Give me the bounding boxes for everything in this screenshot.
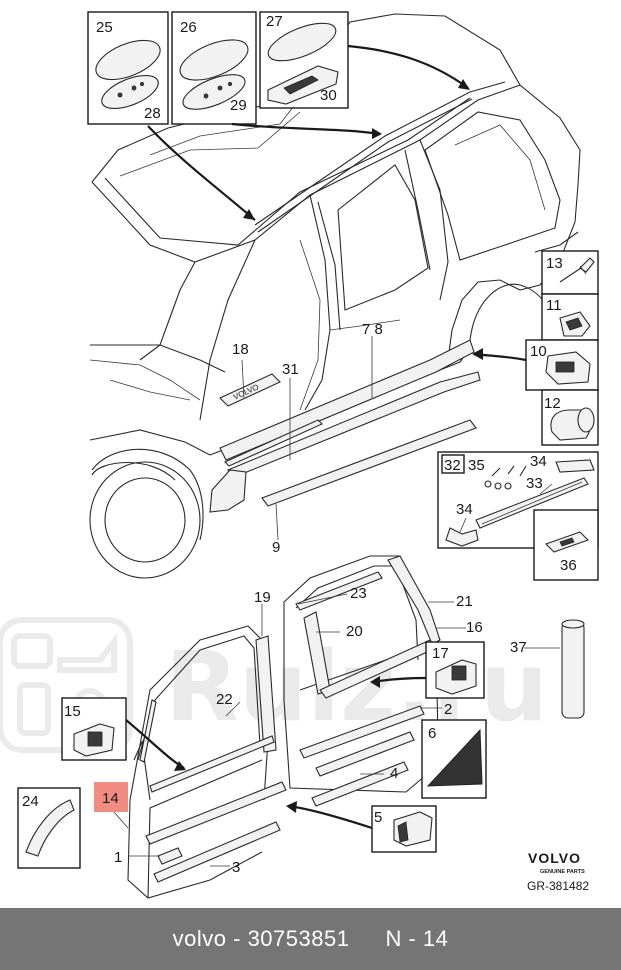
sill-plate-text: VOLVO	[232, 382, 260, 401]
footer-brand: volvo	[172, 926, 227, 951]
box-12	[541, 389, 599, 446]
callout-3: 3	[232, 859, 240, 876]
callout-16: 16	[466, 619, 483, 636]
callout-27: 27	[266, 13, 283, 30]
box-17	[370, 641, 485, 699]
watermark-text: Rulz.ru	[165, 631, 548, 743]
leader-lines	[113, 265, 587, 867]
box-25-28	[87, 11, 169, 125]
callout-25: 25	[96, 19, 113, 36]
callout-36: 36	[560, 557, 577, 574]
footer-part-number: 30753851	[247, 926, 350, 951]
callout-13: 13	[546, 255, 563, 272]
brand-block: VOLVO GENUINE PARTS GR-381482	[527, 850, 589, 893]
callout-1: 1	[114, 849, 122, 866]
box-10	[525, 339, 599, 391]
box-15	[61, 697, 186, 771]
box-27-30	[259, 11, 349, 109]
mudflap-bracket	[209, 469, 247, 513]
footer-dash: -	[233, 926, 241, 951]
box-26-29	[171, 11, 257, 125]
parts-diagram: Rulz.ru	[0, 11, 599, 899]
item-37	[561, 619, 585, 719]
box-11	[541, 293, 599, 341]
footer-bar: volvo - 30753851 N - 14	[0, 908, 621, 970]
callout-29: 29	[230, 97, 247, 114]
box-5	[286, 801, 437, 853]
callout-5: 5	[374, 809, 382, 826]
callout-34-top: 34	[530, 453, 547, 470]
brand-ref: GR-381482	[527, 879, 589, 893]
box-32-36	[437, 451, 599, 581]
callout-35: 35	[468, 457, 485, 474]
callout-19: 19	[254, 589, 271, 606]
callout-20: 20	[346, 623, 363, 640]
callout-26: 26	[180, 19, 197, 36]
sill-moulding-7-8	[219, 339, 481, 479]
footer-position: N - 14	[385, 926, 449, 951]
callout-14: 14	[102, 790, 119, 807]
callout-21: 21	[456, 593, 473, 610]
sill-plate-18: VOLVO	[219, 373, 281, 407]
callout-24: 24	[22, 793, 39, 810]
callout-37: 37	[510, 639, 527, 656]
callout-30: 30	[320, 87, 337, 104]
callout-7-8: 7 8	[362, 321, 383, 338]
box-24	[17, 787, 81, 869]
callout-33: 33	[526, 475, 543, 492]
highlight-14	[94, 782, 128, 812]
callout-6: 6	[428, 725, 436, 742]
callout-18: 18	[232, 341, 249, 358]
car-body-outline	[89, 13, 581, 579]
rear-door	[283, 555, 441, 807]
callout-31: 31	[282, 361, 299, 378]
callout-34-bottom: 34	[456, 501, 473, 518]
box-6	[421, 719, 487, 799]
callout-2: 2	[444, 701, 452, 718]
callout-12: 12	[544, 395, 561, 412]
sill-strip-9	[261, 419, 477, 507]
callout-15: 15	[64, 703, 81, 720]
arrow-10	[472, 348, 527, 362]
callout-23: 23	[350, 585, 367, 602]
brand-name: VOLVO	[528, 850, 581, 866]
arrows-top	[147, 44, 470, 221]
callout-28: 28	[144, 105, 161, 122]
callouts: 25 28 26 29 27 30 18 31 7 8 9 13 11 10 1…	[22, 13, 577, 876]
sill-trim-31	[224, 419, 323, 467]
callout-32: 32	[444, 457, 461, 474]
callout-11: 11	[546, 297, 562, 314]
callout-17: 17	[432, 645, 449, 662]
brand-subtitle: GENUINE PARTS	[540, 869, 585, 875]
front-door	[127, 625, 287, 899]
box-13	[541, 250, 599, 295]
callout-10: 10	[530, 343, 547, 360]
callout-9: 9	[272, 539, 280, 556]
callout-4: 4	[390, 765, 398, 782]
callout-22: 22	[216, 691, 233, 708]
